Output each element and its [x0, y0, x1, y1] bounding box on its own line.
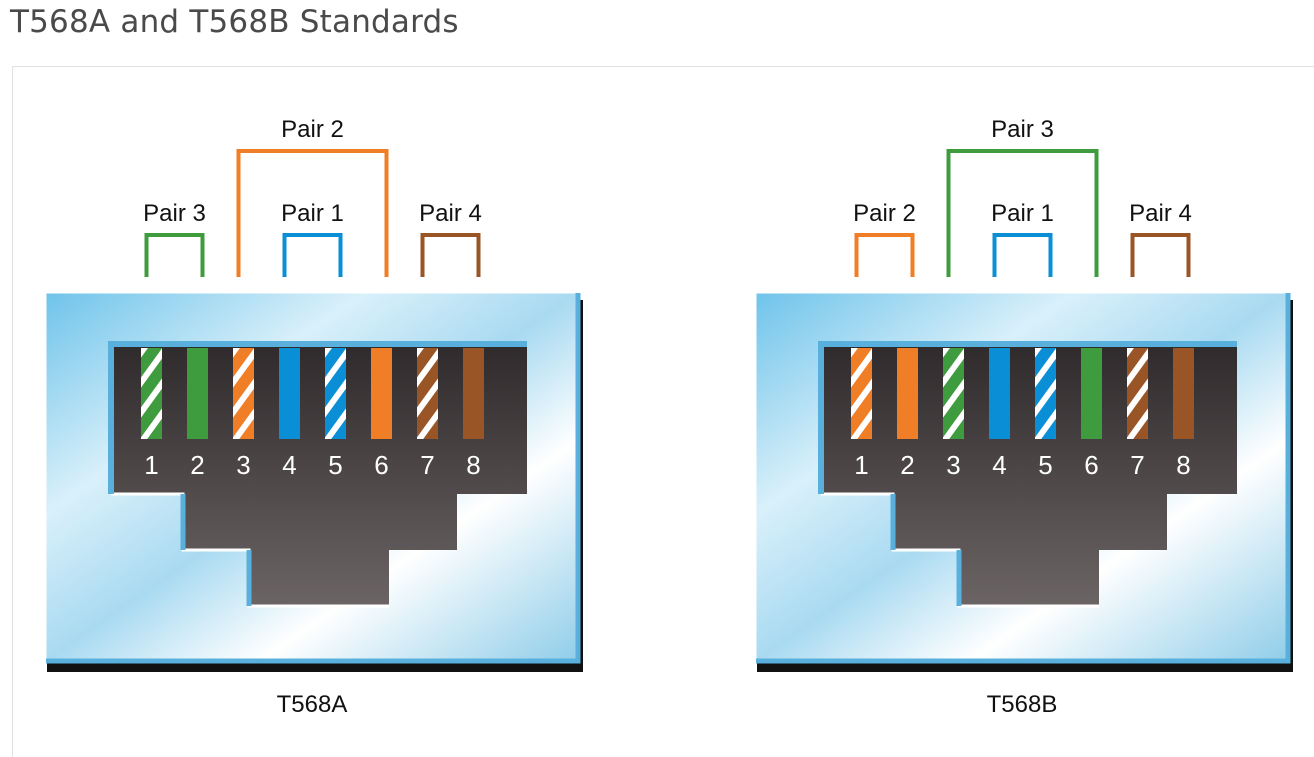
pair-label: Pair 4: [419, 200, 482, 227]
plate-edge: [46, 293, 581, 664]
pair-bracket: [144, 233, 205, 277]
pair-label: Pair 1: [991, 200, 1054, 227]
pin-number: 7: [420, 450, 434, 480]
pin-number: 8: [1176, 450, 1190, 480]
pair-bracket: [854, 233, 915, 277]
pin-number: 3: [236, 450, 250, 480]
pin-number: 1: [144, 450, 158, 480]
wire-pin-8: [463, 348, 484, 439]
pair-bracket: [236, 149, 389, 277]
pair-bracket: [282, 233, 343, 277]
jack-highlight: [821, 492, 1099, 608]
jack-edge: [108, 341, 527, 494]
connector-t568a: 1 2 3 4 5 6 7 8 Pair 3 Pair 1 Pair 4 Pair 2 T568A: [43, 116, 583, 718]
content-frame: [12, 66, 1314, 757]
pin-number: 3: [946, 450, 960, 480]
jack-step-edge: [890, 494, 962, 606]
pair-bracket: [420, 233, 481, 277]
pin-number: 6: [374, 450, 388, 480]
pair-bracket: [992, 233, 1053, 277]
connector-t568b: 1 2 3 4 5 6 7 8 Pair 2 Pair 1 Pair 4 Pair 3 T568B: [753, 116, 1293, 718]
wire-stripes-1: [141, 348, 162, 439]
pin-number: 7: [1130, 450, 1144, 480]
pin-number: 4: [282, 450, 296, 480]
pin-number: 5: [1038, 450, 1052, 480]
wire-stripes-7: [417, 348, 438, 439]
pair-label: Pair 2: [853, 200, 916, 227]
pin-number: 4: [992, 450, 1006, 480]
pair-label: Pair 1: [281, 200, 344, 227]
wire-pin-4: [989, 348, 1010, 439]
wire-pin-6: [371, 348, 392, 439]
pin-number: 2: [900, 450, 914, 480]
wire-stripes-3: [233, 348, 254, 439]
plate-edge: [756, 293, 1291, 664]
wire-pin-6: [1081, 348, 1102, 439]
pair-bracket: [1130, 233, 1191, 277]
wire-pin-2: [187, 348, 208, 439]
jack-edge: [818, 341, 1237, 494]
wire-stripes-5: [1035, 348, 1056, 439]
pin-number: 5: [328, 450, 342, 480]
wire-stripes-7: [1127, 348, 1148, 439]
connector-caption: T568B: [987, 691, 1058, 718]
pair-label: Pair 4: [1129, 200, 1192, 227]
jack-step-edge: [180, 494, 252, 606]
pair-label: Pair 2: [281, 116, 344, 143]
wire-stripes-3: [943, 348, 964, 439]
pair-bracket: [946, 149, 1099, 277]
wire-pin-8: [1173, 348, 1194, 439]
pair-label: Pair 3: [991, 116, 1054, 143]
connector-caption: T568A: [277, 691, 348, 718]
pin-number: 1: [854, 450, 868, 480]
jack-highlight: [111, 492, 389, 608]
pin-number: 2: [190, 450, 204, 480]
wire-stripes-1: [851, 348, 872, 439]
wire-stripes-5: [325, 348, 346, 439]
pin-number: 8: [466, 450, 480, 480]
wire-pin-2: [897, 348, 918, 439]
page-title: T568A and T568B Standards: [10, 4, 459, 40]
pin-number: 6: [1084, 450, 1098, 480]
wire-pin-4: [279, 348, 300, 439]
pair-label: Pair 3: [143, 200, 206, 227]
